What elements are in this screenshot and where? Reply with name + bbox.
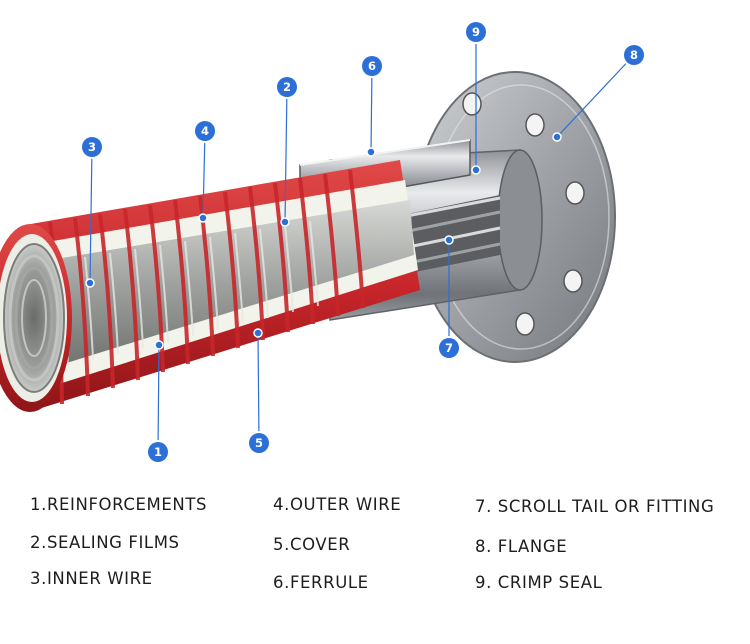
hose-body — [25, 160, 420, 410]
bolt-hole — [565, 181, 585, 205]
bolt-hole — [563, 269, 583, 293]
callout-badge-8: 8 — [624, 45, 644, 65]
leader-dots — [85, 132, 562, 350]
hose-end-opening — [0, 224, 72, 412]
legend-item-4: 4.OUTER WIRE — [273, 495, 402, 514]
callout-badge-4: 4 — [195, 121, 215, 141]
bolt-hole — [462, 92, 482, 116]
bolt-hole — [515, 312, 535, 336]
callout-badge-7: 7 — [439, 338, 459, 358]
callout-badge-5: 5 — [249, 433, 269, 453]
legend-item-8: 8. FLANGE — [475, 537, 568, 556]
legend-item-2: 2.SEALING FILMS — [30, 533, 180, 552]
legend-item-5: 5.COVER — [273, 535, 351, 554]
callout-badge-1: 1 — [148, 442, 168, 462]
callout-badge-9: 9 — [466, 22, 486, 42]
leader-lines — [89, 32, 635, 452]
callout-badge-6: 6 — [362, 56, 382, 76]
legend-item-1: 1.REINFORCEMENTS — [30, 495, 208, 514]
legend-item-6: 6.FERRULE — [273, 573, 369, 592]
callout-badge-3: 3 — [82, 137, 102, 157]
legend-item-9: 9. CRIMP SEAL — [475, 573, 603, 592]
bolt-hole — [525, 113, 545, 137]
legend: 1.REINFORCEMENTS 2.SEALING FILMS 3.INNER… — [0, 490, 750, 630]
hose-assembly-diagram — [0, 32, 635, 452]
legend-item-3: 3.INNER WIRE — [30, 569, 153, 588]
legend-item-7: 7. SCROLL TAIL OR FITTING — [475, 497, 715, 516]
callout-badge-2: 2 — [277, 77, 297, 97]
